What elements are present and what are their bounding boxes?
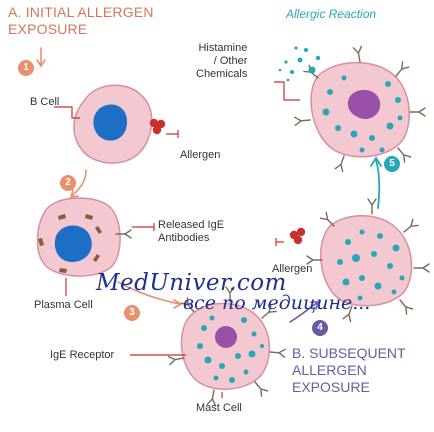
label-allergen-1: Allergen [180, 149, 221, 161]
watermark-site: MedUniver.com [96, 270, 287, 296]
mast-cell-degranulating [294, 45, 426, 173]
label-histamine-line-3: Chemicals [196, 68, 248, 80]
step-4-marker: 4 [312, 320, 328, 336]
step-5-marker: 5 [384, 156, 400, 172]
label-ige-receptor: IgE Receptor [50, 349, 115, 361]
heading-initial-exposure: A. INITIAL ALLERGEN EXPOSURE [8, 4, 154, 38]
b-cell [73, 84, 153, 164]
mast-cell-sensitized [167, 286, 286, 407]
step-1-marker: 1 [18, 60, 34, 76]
label-histamine-line-1: Histamine [198, 42, 248, 54]
label-histamine: Histamine / Other Chemicals [196, 42, 247, 81]
heading-subsequent-exposure: B. SUBSEQUENT ALLERGEN EXPOSURE [292, 345, 406, 396]
heading-b-line-1: B. SUBSEQUENT [292, 345, 406, 361]
label-released-ige-line-1: Released IgE [158, 219, 225, 231]
mast-cell-activated [306, 198, 430, 323]
label-mast-cell: Mast Cell [196, 402, 242, 414]
step-3-marker: 3 [124, 305, 140, 321]
allergen-cluster-1 [149, 118, 166, 135]
label-released-ige: Released IgE Antibodies [158, 219, 224, 245]
heading-b-line-3: EXPOSURE [292, 379, 370, 395]
flow-arrows [36, 47, 382, 323]
label-released-ige-line-2: Antibodies [158, 232, 210, 244]
allergen-cluster-2 [289, 227, 306, 245]
plasma-cell [36, 197, 132, 277]
step-2-marker: 2 [60, 175, 76, 191]
heading-a-line-1: A. INITIAL ALLERGEN [8, 4, 154, 20]
watermark-tagline: все по медицине... [183, 292, 371, 314]
label-b-cell: B Cell [30, 96, 60, 108]
heading-b-line-2: ALLERGEN [292, 362, 367, 378]
label-allergen-2: Allergen [272, 263, 313, 275]
histamine-particles [278, 46, 321, 82]
allergic-reaction-title: Allergic Reaction [286, 7, 377, 21]
label-plasma-cell: Plasma Cell [34, 299, 93, 311]
label-leaders [54, 81, 300, 398]
heading-a-line-2: EXPOSURE [8, 21, 88, 37]
label-histamine-line-2: / Other [213, 55, 248, 67]
